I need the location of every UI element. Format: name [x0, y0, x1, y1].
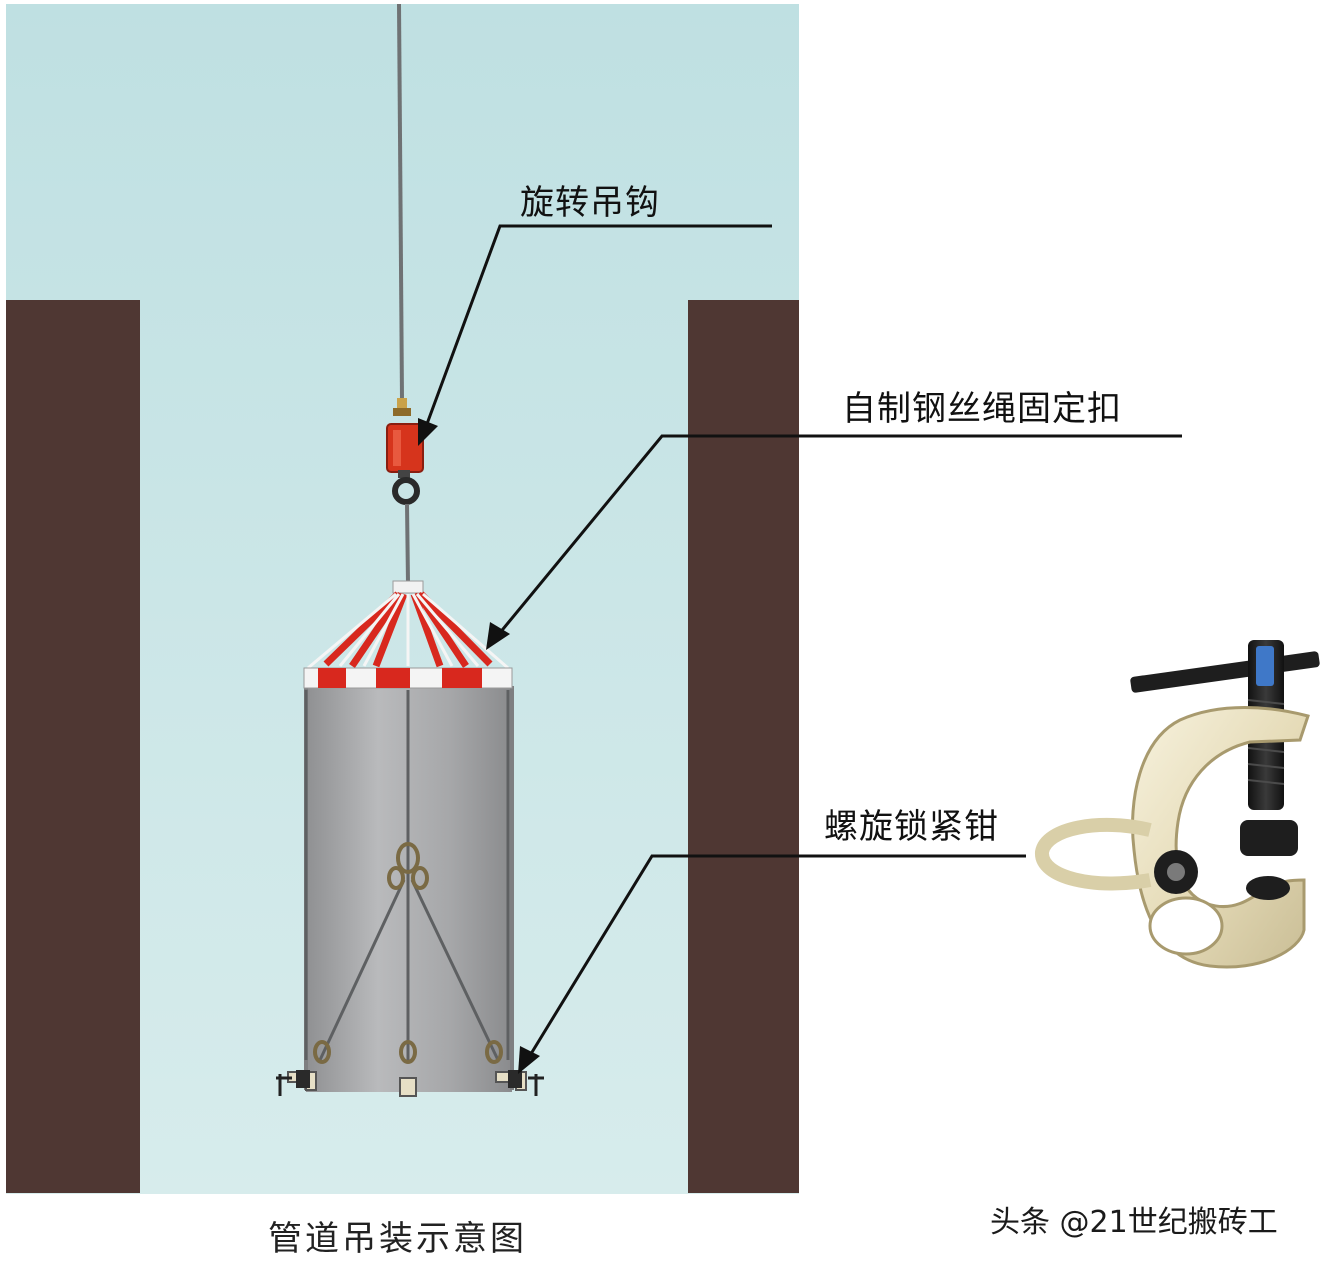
inner-lifting-ropes	[304, 690, 510, 1061]
arrow-heads	[418, 418, 540, 1074]
wire-rope-buckle-label: 自制钢丝绳固定扣	[842, 389, 1122, 429]
striped-ring	[303, 667, 513, 689]
wire-rope-buckle	[307, 580, 509, 670]
bottom-clamps	[276, 1070, 544, 1097]
source-watermark: 头条 @21世纪搬砖工	[990, 1205, 1278, 1240]
swivel-hook	[386, 398, 424, 505]
left-shaft-wall	[6, 300, 140, 1193]
right-shaft-wall	[688, 300, 799, 1193]
leader-lines	[422, 224, 1182, 1063]
hoist-rope	[397, 3, 404, 401]
sling-rope	[405, 503, 410, 584]
shackles	[313, 842, 503, 1064]
diagram-caption: 管道吊装示意图	[268, 1219, 527, 1259]
swivel-hook-label: 旋转吊钩	[520, 183, 660, 223]
screw-lock-clamp-illustration	[1035, 640, 1320, 969]
screw-lock-clamp-label: 螺旋锁紧钳	[824, 807, 999, 847]
